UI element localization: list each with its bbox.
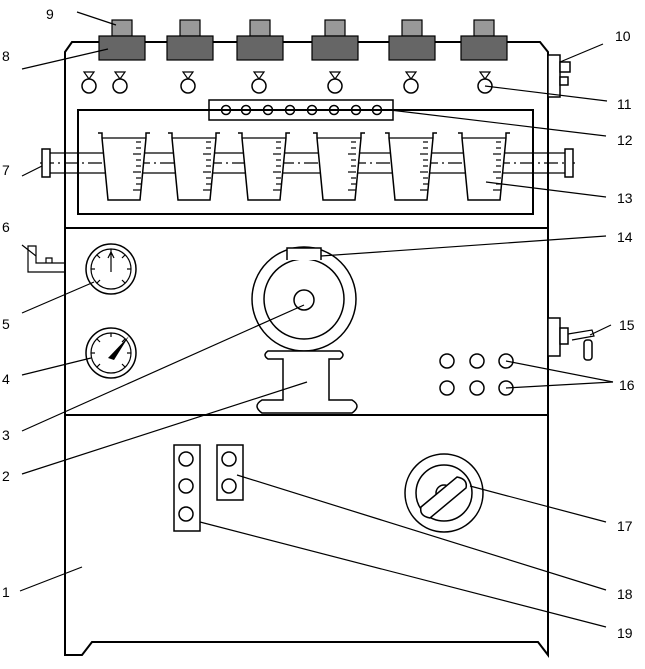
callout-19: 19 [617, 625, 633, 641]
callout-18: 18 [617, 586, 633, 602]
callout-10: 10 [615, 28, 631, 44]
valve-5 [327, 71, 343, 94]
valve-6 [403, 71, 419, 94]
injector-4 [311, 19, 359, 61]
pressure-gauge-lower [85, 327, 137, 379]
callout-14: 14 [617, 229, 633, 245]
cylinder-5 [385, 132, 437, 201]
callout-13: 13 [617, 190, 633, 206]
callout-16: 16 [619, 377, 635, 393]
callout-2: 2 [2, 468, 10, 484]
injector-1 [98, 19, 146, 61]
cabinet-outline [64, 41, 549, 658]
callout-17: 17 [617, 518, 633, 534]
pressure-gauge-upper [85, 243, 137, 295]
injector-5 [388, 19, 436, 61]
callout-6: 6 [2, 219, 10, 235]
callout-9: 9 [46, 6, 54, 22]
side-fitting [547, 54, 571, 98]
side-crank-handle [547, 317, 595, 361]
callout-1: 1 [2, 584, 10, 600]
switch-panel-right [216, 444, 244, 501]
cylinder-compartment [77, 109, 534, 215]
callout-labels: 1 2 3 4 5 6 7 8 9 10 11 12 13 14 15 16 1… [2, 6, 635, 641]
callout-5: 5 [2, 316, 10, 332]
injector-nozzle [111, 19, 133, 37]
callout-7: 7 [2, 162, 10, 178]
leader-lines [19, 11, 614, 628]
valve-row [81, 71, 493, 94]
injector-3 [236, 19, 284, 61]
valve-7 [477, 71, 493, 94]
measuring-cylinders [98, 132, 510, 201]
callout-12: 12 [617, 132, 633, 148]
valve-2 [112, 71, 128, 94]
top-injector-row [98, 19, 508, 61]
cylinder-2 [168, 132, 220, 201]
valve-4 [251, 71, 267, 94]
cylinder-6 [458, 132, 510, 201]
switch-panel-left [173, 444, 201, 532]
callout-3: 3 [2, 427, 10, 443]
valve-1 [81, 71, 97, 94]
central-flowmeter [251, 246, 358, 414]
callout-4: 4 [2, 371, 10, 387]
callout-11: 11 [617, 96, 632, 112]
valve-3 [180, 71, 196, 94]
injector-2 [166, 19, 214, 61]
cylinder-4 [313, 132, 365, 201]
cylinder-1 [98, 132, 150, 201]
injector-6 [460, 19, 508, 61]
rotary-dial [404, 453, 484, 533]
left-bracket [27, 245, 65, 273]
control-knobs [439, 353, 514, 396]
injector-body [98, 35, 146, 61]
callout-15: 15 [619, 317, 635, 333]
callout-8: 8 [2, 48, 10, 64]
cylinder-3 [238, 132, 290, 201]
